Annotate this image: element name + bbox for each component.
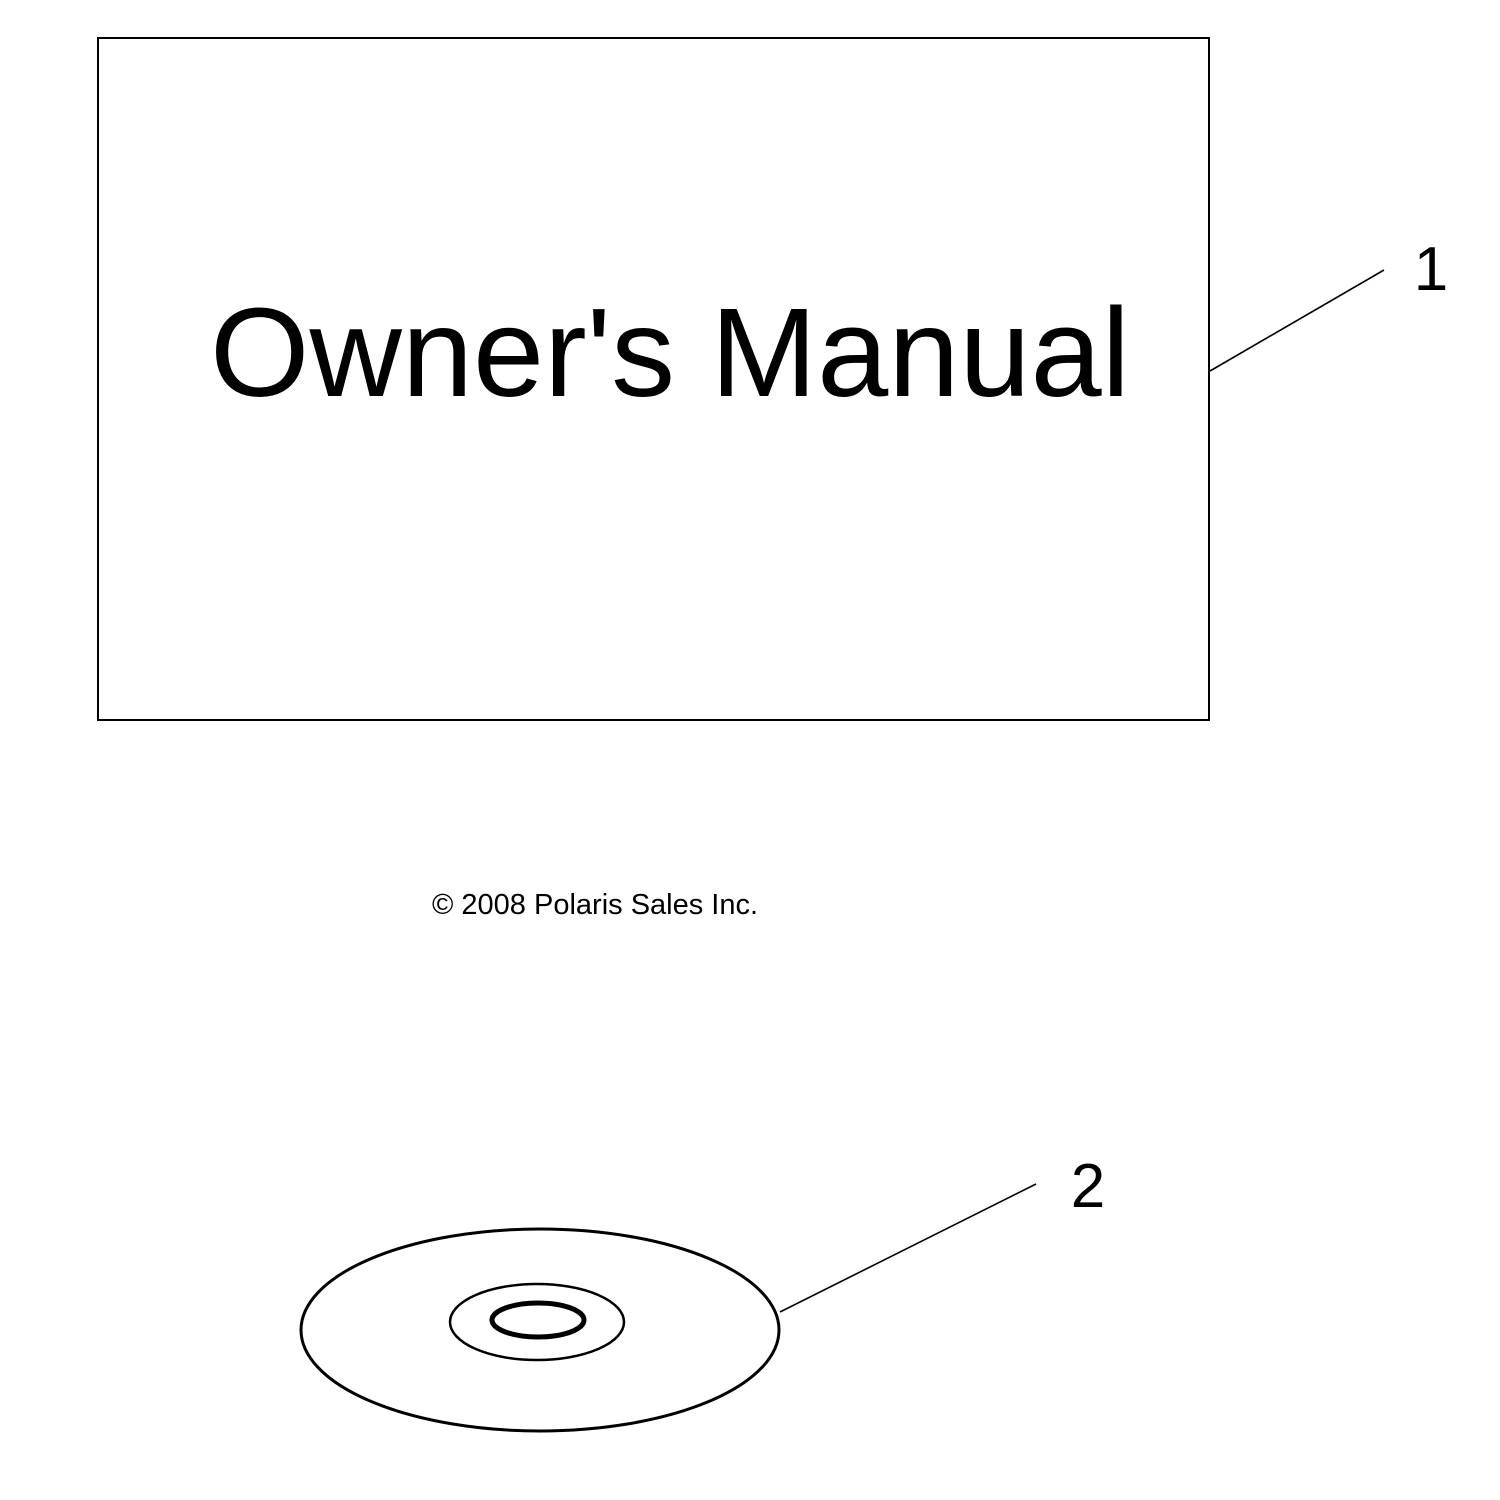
- owners-manual: Owner's Manual: [97, 37, 1210, 721]
- disc-outer-edge: [299, 1227, 781, 1433]
- callout-2: 2: [779, 1152, 1105, 1313]
- callout-1: 1: [1209, 235, 1448, 372]
- disc: [299, 1227, 781, 1433]
- leader-line-1: [1209, 269, 1385, 372]
- manual-outline: [97, 37, 1210, 721]
- copyright-notice: © 2008 Polaris Sales Inc.: [432, 889, 758, 921]
- callout-label-2: 2: [1071, 1152, 1105, 1221]
- manual-title: Owner's Manual: [210, 282, 1130, 423]
- callout-label-1: 1: [1414, 235, 1448, 304]
- disc-hub-ring: [448, 1282, 626, 1362]
- leader-line-2: [779, 1183, 1037, 1313]
- disc-center-hole: [489, 1300, 587, 1340]
